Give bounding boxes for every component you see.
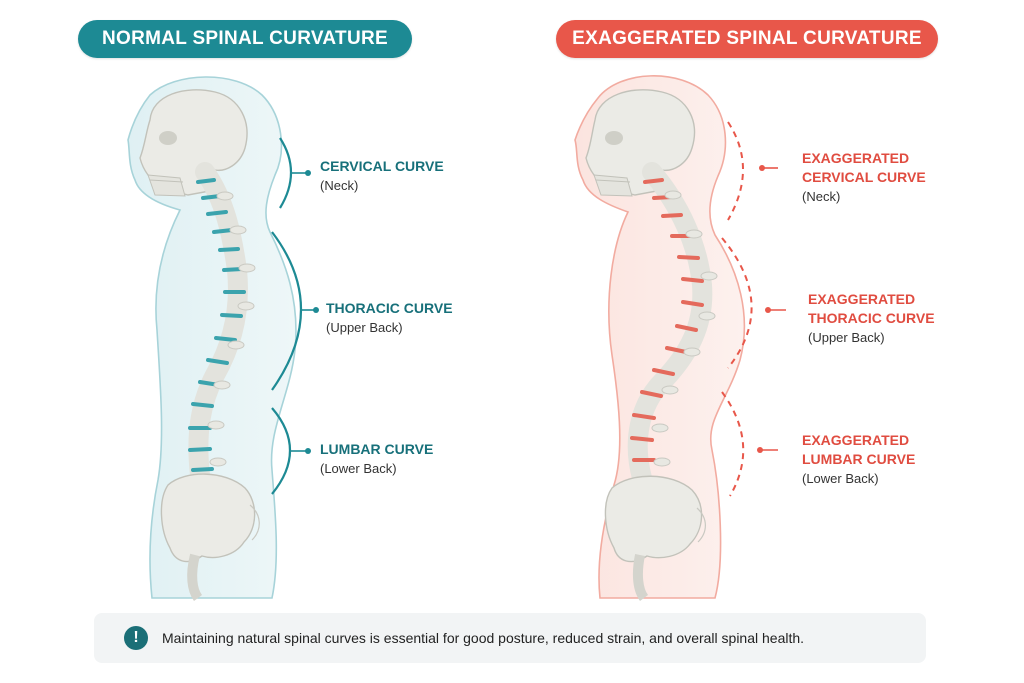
exaggerated-cervical-line1: EXAGGERATED	[802, 150, 910, 166]
exaggerated-spinous-processes	[651, 190, 718, 467]
normal-intervertebral-discs	[188, 178, 246, 472]
normal-spine-column	[188, 162, 248, 485]
exaggerated-connector-dots	[757, 165, 771, 453]
lumbar-curve-sub: (Lower Back)	[320, 461, 397, 476]
exaggerated-curvature-header: EXAGGERATED SPINAL CURVATURE	[556, 20, 938, 58]
exaggerated-thoracic-sub: (Upper Back)	[808, 330, 885, 345]
normal-body-silhouette	[127, 76, 297, 599]
normal-connector-dots	[305, 170, 319, 454]
cervical-curve-sub: (Neck)	[320, 178, 359, 193]
exaggerated-spine-column	[627, 162, 713, 488]
exaggerated-intervertebral-discs	[630, 178, 704, 462]
thoracic-curve-title: THORACIC CURVE	[326, 300, 453, 316]
thoracic-curve-sub: (Upper Back)	[326, 320, 403, 335]
exaggerated-curve-markers	[721, 121, 753, 497]
cervical-curve-label: CERVICAL CURVE (Neck)	[320, 157, 444, 195]
exaggerated-cervical-label: EXAGGERATED CERVICAL CURVE (Neck)	[802, 149, 926, 206]
info-note-text: Maintaining natural spinal curves is ess…	[162, 630, 805, 646]
normal-skull	[139, 89, 248, 197]
exaggerated-lumbar-line1: EXAGGERATED	[802, 432, 910, 448]
normal-curvature-header: NORMAL SPINAL CURVATURE	[78, 20, 412, 58]
exaggerated-thoracic-label: EXAGGERATED THORACIC CURVE (Upper Back)	[808, 290, 935, 347]
normal-pelvis	[160, 473, 260, 601]
exaggerated-connector-lines	[760, 167, 786, 451]
lumbar-curve-title: LUMBAR CURVE	[320, 441, 434, 457]
exaggerated-lumbar-sub: (Lower Back)	[802, 471, 879, 486]
exaggerated-cervical-sub: (Neck)	[802, 189, 841, 204]
exaggerated-lumbar-label: EXAGGERATED LUMBAR CURVE (Lower Back)	[802, 431, 915, 488]
exaggerated-thoracic-line2: THORACIC CURVE	[808, 310, 935, 326]
cervical-curve-title: CERVICAL CURVE	[320, 158, 444, 174]
exaggerated-pelvis	[604, 475, 706, 601]
exclamation-icon: !	[124, 626, 148, 650]
exaggerated-skull	[585, 89, 696, 197]
normal-bracket-connectors	[290, 172, 314, 452]
lumbar-curve-label: LUMBAR CURVE (Lower Back)	[320, 440, 433, 478]
exaggerated-lumbar-line2: LUMBAR CURVE	[802, 451, 916, 467]
thoracic-curve-label: THORACIC CURVE (Upper Back)	[326, 299, 453, 337]
info-note: ! Maintaining natural spinal curves is e…	[94, 613, 926, 663]
exaggerated-cervical-line2: CERVICAL CURVE	[802, 169, 926, 185]
exaggerated-body-silhouette	[574, 75, 746, 599]
normal-spinous-processes	[207, 191, 256, 467]
exaggerated-thoracic-line1: EXAGGERATED	[808, 291, 916, 307]
